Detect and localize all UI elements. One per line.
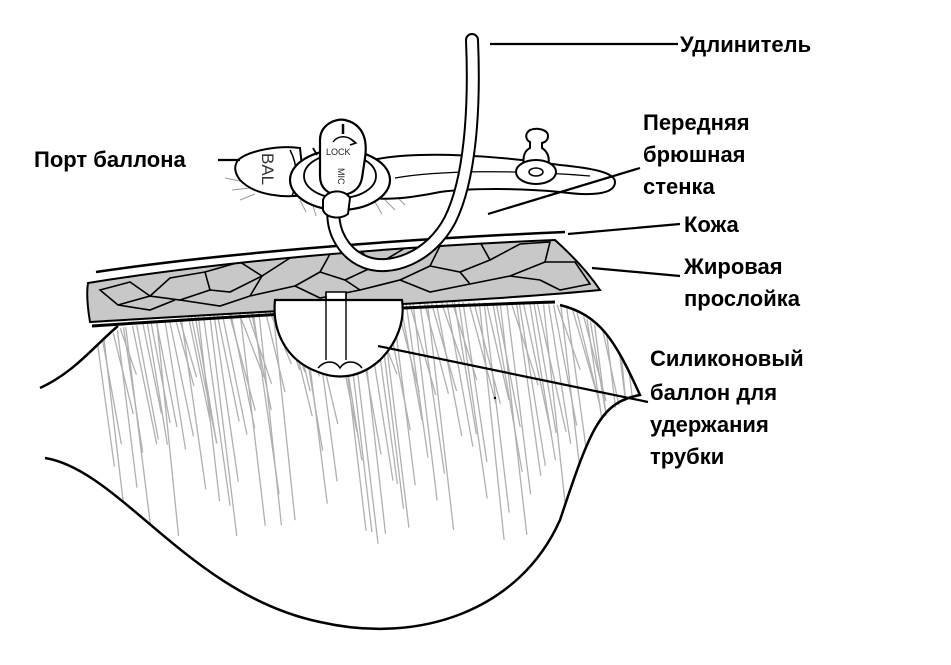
hatch-line [518, 301, 546, 466]
hatch-line [624, 301, 640, 431]
bal-text: BAL [258, 153, 277, 185]
hatch-line [207, 301, 238, 537]
hatch-line [547, 301, 572, 444]
hatch-line [595, 301, 623, 419]
hatch-line [435, 301, 463, 437]
balloon-port: BAL [234, 146, 307, 198]
hatch-line [423, 301, 450, 395]
leader-balloon [377, 344, 649, 404]
hatch-line [532, 301, 557, 434]
hatch-line [478, 301, 505, 541]
hatch-line [426, 301, 455, 530]
hatch-line [483, 301, 510, 513]
hatch-line [491, 301, 523, 472]
hatch-line [195, 301, 221, 502]
label-fat-layer: Жировая прослойка [683, 254, 801, 311]
hatch-line [619, 301, 640, 478]
hatch-line [605, 301, 636, 361]
leader-lines [218, 42, 681, 404]
hatch-line [457, 301, 488, 499]
hatch-line [564, 301, 589, 463]
hatch-line [161, 301, 187, 450]
leader-abdominal-wall [487, 166, 641, 216]
label-abdominal-wall: Передняя брюшная стенка [643, 110, 756, 199]
hatch-line [467, 301, 497, 405]
hatch-line [542, 301, 570, 536]
hatch-line [615, 301, 639, 534]
hatch-line [227, 301, 256, 429]
hatch-line [121, 301, 153, 539]
hatch-line [412, 301, 438, 501]
hatch-line [271, 301, 296, 521]
label-balloon-port: Порт баллона [34, 147, 186, 172]
stomach-wall-right [44, 303, 642, 631]
hatch-line [499, 301, 528, 535]
hatch-line [472, 301, 501, 404]
hatch-line [405, 301, 429, 458]
label-abdominal-wall-line1: Передняя [643, 110, 750, 135]
lock-key [318, 118, 367, 197]
hatch-line [569, 301, 597, 390]
label-abdominal-wall-line2: брюшная [643, 142, 746, 167]
hatch-line [535, 301, 567, 432]
lock-text: LOCK [326, 147, 351, 157]
label-fat-layer-line2: прослойка [684, 286, 801, 311]
hatch-line [218, 301, 248, 435]
hatch-line [177, 301, 207, 490]
hatch-line [515, 301, 542, 476]
hatch-line [522, 301, 553, 435]
side-port-plug [515, 127, 557, 185]
hatch-line [445, 301, 474, 447]
stomach-wall-outline [39, 325, 119, 390]
fat-layer [86, 238, 602, 324]
hatch-line [509, 301, 539, 386]
hatch-line [612, 301, 640, 522]
label-skin: Кожа [684, 212, 739, 237]
label-silicone-balloon: Силиконовый баллон для удержания трубки [650, 346, 810, 469]
extension-set-device: BAL LOCK MIC [224, 33, 617, 273]
leader-skin [567, 222, 681, 236]
hatch-line [453, 301, 477, 435]
hatch-line [430, 301, 458, 392]
hatch-line [586, 301, 614, 453]
balloon-tip [317, 361, 363, 370]
hatch-line [505, 301, 532, 495]
hatch-line [113, 301, 138, 488]
hatch-line [462, 301, 488, 463]
hatch-line [418, 301, 446, 474]
leader-fat [591, 266, 681, 278]
label-fat-layer-line1: Жировая [683, 254, 783, 279]
skin-line-upper [95, 230, 566, 274]
hatch-line [485, 301, 510, 401]
label-silicone-balloon-line1: Силиконовый [650, 346, 804, 371]
stomach-hatching [90, 301, 640, 546]
hatch-line [153, 301, 180, 537]
label-silicone-balloon-line2: баллон для [650, 380, 777, 405]
hatch-line [200, 301, 231, 506]
mic-text: MIC [336, 168, 346, 185]
hatch-line [213, 301, 240, 422]
hatch-line [211, 301, 239, 482]
label-silicone-balloon-line4: трубки [650, 444, 724, 469]
hatch-line [399, 301, 423, 420]
hatch-line [237, 301, 266, 526]
label-silicone-balloon-line3: удержания [650, 412, 769, 437]
silicone-balloon [273, 298, 404, 378]
hatch-line [554, 301, 581, 370]
hatch-line [494, 301, 521, 428]
hatch-line [256, 301, 283, 526]
hatch-line [573, 301, 601, 407]
label-abdominal-wall-line3: стенка [643, 174, 716, 199]
hatch-line [142, 301, 169, 445]
label-extension: Удлинитель [680, 32, 811, 57]
hatch-line [164, 301, 195, 437]
